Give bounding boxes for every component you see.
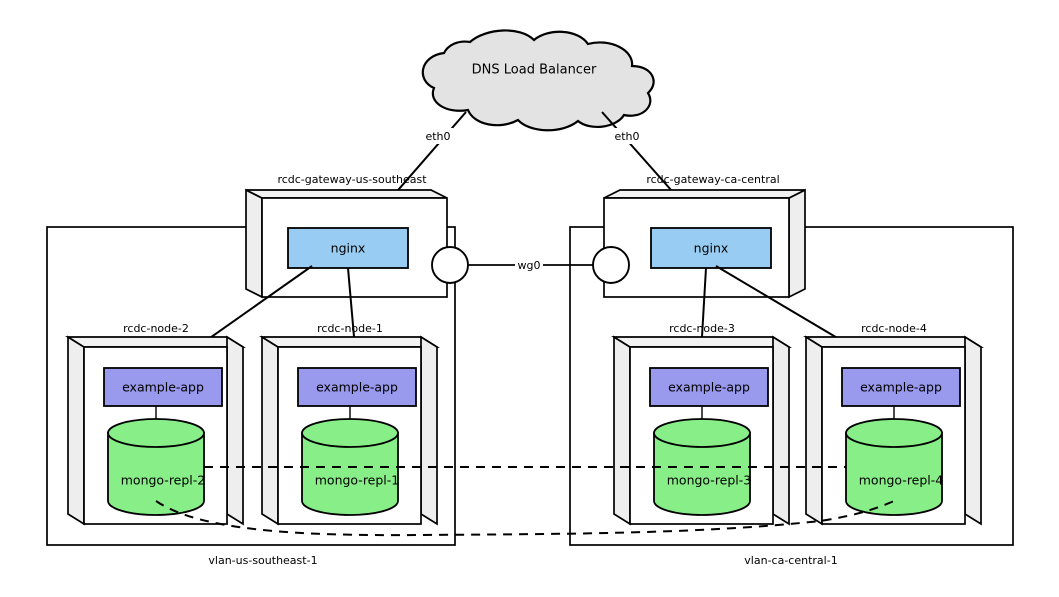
node-3-right-face xyxy=(772,335,790,526)
gateway-us-southeast[interactable]: nginx rcdc-gateway-us-southeast xyxy=(245,173,469,299)
gateway-us-side-face xyxy=(245,188,263,299)
node-1-top-face xyxy=(259,336,440,348)
wg0-label-bg xyxy=(515,257,543,273)
node-2-db-top xyxy=(107,418,205,448)
gateway-us-top-face xyxy=(245,189,448,199)
node-4-top-face xyxy=(803,336,984,348)
cloud-icon xyxy=(421,29,655,132)
wg-interface-circle-ca[interactable] xyxy=(592,246,630,284)
node-3-label: rcdc-node-3 xyxy=(669,322,735,335)
mongo-replication-lower-arc xyxy=(155,500,895,537)
node-1-label: rcdc-node-1 xyxy=(317,322,383,335)
node-1-right-face xyxy=(420,335,438,526)
gateway-ca-side-face xyxy=(788,188,806,299)
node-3-db-cylinder[interactable]: mongo-repl-3 xyxy=(653,418,752,516)
vlan-label-us-southeast: vlan-us-southeast-1 xyxy=(208,554,317,567)
gateway-ca-top-face xyxy=(603,189,806,199)
vlan-label-ca-central: vlan-ca-central-1 xyxy=(744,554,837,567)
uplink-label-bg-ca xyxy=(612,128,642,144)
nginx-box-ca[interactable] xyxy=(650,227,772,269)
node-4-label: rcdc-node-4 xyxy=(861,322,927,335)
gateway-ca-central[interactable]: nginx rcdc-gateway-ca-central xyxy=(592,173,806,299)
uplink-label-eth0-ca: eth0 xyxy=(614,130,639,143)
node-2-side-face xyxy=(67,335,85,526)
node-4-db-cylinder[interactable]: mongo-repl-4 xyxy=(845,418,944,516)
node-4-db-body xyxy=(845,432,943,516)
node-3-top-face xyxy=(611,336,792,348)
gateway-label-ca-central: rcdc-gateway-ca-central xyxy=(646,173,779,186)
node-1-side-face xyxy=(261,335,279,526)
node-2-db-cylinder[interactable]: mongo-repl-2 xyxy=(107,418,206,516)
node-4-app-label: example-app xyxy=(860,380,942,395)
node-3-side-face xyxy=(613,335,631,526)
nginx-label-us: nginx xyxy=(331,241,366,256)
node-rcdc-node-2[interactable]: rcdc-node-2 example-app mongo-repl-2 xyxy=(65,322,246,526)
node-rcdc-node-4[interactable]: rcdc-node-4 example-app mongo-repl-4 xyxy=(803,322,984,526)
node-1-db-top xyxy=(301,418,399,448)
node-2-app-label: example-app xyxy=(122,380,204,395)
wg0-label: wg0 xyxy=(518,259,541,272)
nginx-box-us[interactable] xyxy=(287,227,409,269)
node-2-db-label: mongo-repl-2 xyxy=(121,473,206,488)
node-1-db-label: mongo-repl-1 xyxy=(315,473,400,488)
node-3-app-label: example-app xyxy=(668,380,750,395)
node-4-db-top xyxy=(845,418,943,448)
node-4-side-face xyxy=(805,335,823,526)
node-3-db-body xyxy=(653,432,751,516)
node-3-app-box[interactable] xyxy=(649,367,769,407)
wireguard-tunnel: wg0 xyxy=(465,257,596,273)
node-3-db-top xyxy=(653,418,751,448)
wg-interface-circle-us[interactable] xyxy=(431,246,469,284)
node-2-label: rcdc-node-2 xyxy=(123,322,189,335)
uplink-label-bg-us xyxy=(423,128,453,144)
node-1-db-body xyxy=(301,432,399,516)
node-rcdc-node-3[interactable]: rcdc-node-3 example-app mongo-repl-3 xyxy=(611,322,792,526)
node-rcdc-node-1[interactable]: rcdc-node-1 example-app mongo-repl-1 xyxy=(259,322,440,526)
gateway-label-us-southeast: rcdc-gateway-us-southeast xyxy=(277,173,427,186)
node-2-db-body xyxy=(107,432,205,516)
node-4-right-face xyxy=(964,335,982,526)
node-2-right-face xyxy=(226,335,244,526)
uplink-label-eth0-us: eth0 xyxy=(425,130,450,143)
node-3-db-label: mongo-repl-3 xyxy=(667,473,752,488)
mongo-replication-links xyxy=(155,466,895,537)
dns-load-balancer-cloud[interactable]: DNS Load Balancer xyxy=(421,29,655,132)
nginx-label-ca: nginx xyxy=(694,241,729,256)
node-2-top-face xyxy=(65,336,246,348)
cloud-label: DNS Load Balancer xyxy=(472,63,597,78)
node-4-db-label: mongo-repl-4 xyxy=(859,473,944,488)
node-1-app-box[interactable] xyxy=(297,367,417,407)
node-2-app-box[interactable] xyxy=(103,367,223,407)
node-1-db-cylinder[interactable]: mongo-repl-1 xyxy=(301,418,400,516)
node-4-app-box[interactable] xyxy=(841,367,961,407)
node-1-app-label: example-app xyxy=(316,380,398,395)
